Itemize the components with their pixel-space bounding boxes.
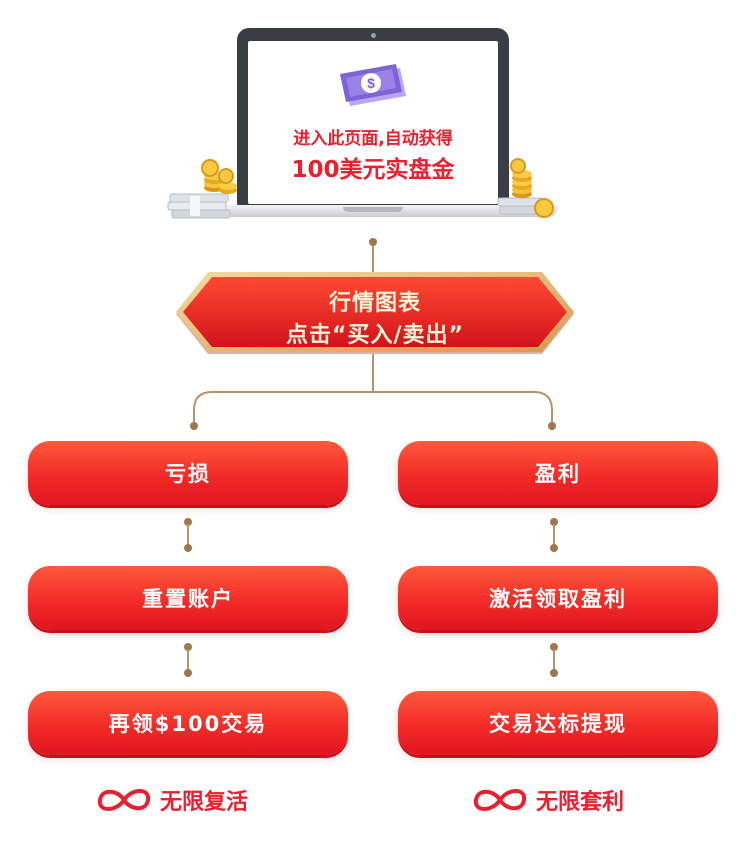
infinity-icon: [473, 789, 527, 811]
footer-infinite-revive: 无限复活: [94, 780, 248, 820]
connector-line: [553, 649, 555, 671]
connector-dot: [550, 669, 558, 677]
footer-label: 无限复活: [160, 790, 249, 815]
connector-line: [187, 649, 189, 671]
svg-text:$: $: [367, 75, 375, 91]
connector-dot: [550, 643, 558, 651]
screen-subheadline: 100美元实盘金: [291, 157, 455, 183]
connector-dot: [369, 238, 377, 246]
connector-dot: [184, 643, 192, 651]
footer-label: 无限套利: [536, 790, 625, 815]
laptop-camera: [371, 33, 376, 38]
connector-top: [372, 242, 374, 272]
connector-line: [187, 524, 189, 546]
infinity-icon: [97, 789, 151, 811]
step-loss[interactable]: 亏损: [28, 441, 348, 505]
cash-bundle-icon: [497, 158, 554, 218]
screen-headline: 进入此页面,自动获得: [293, 129, 453, 149]
connector-line: [553, 524, 555, 546]
step-withdraw[interactable]: 交易达标提现: [398, 691, 718, 755]
connector-dot: [550, 518, 558, 526]
footer-infinite-arbitrage: 无限套利: [470, 780, 624, 820]
step-activate-profit[interactable]: 激活领取盈利: [398, 566, 718, 630]
connector-dot: [184, 669, 192, 677]
banner-hexagon: [176, 272, 574, 354]
step-claim-trade[interactable]: 再领$100交易: [28, 691, 348, 755]
banner-title: 行情图表: [328, 291, 421, 316]
connector-dot: [184, 518, 192, 526]
money-icon: $: [340, 64, 406, 106]
step-reset-account[interactable]: 重置账户: [28, 566, 348, 630]
banner-subtitle: 点击“买入/卖出”: [286, 323, 464, 348]
step-profit[interactable]: 盈利: [398, 441, 718, 505]
branch-connector: [190, 354, 556, 430]
connector-dot: [184, 544, 192, 552]
connector-dot: [550, 544, 558, 552]
laptop-notch: [343, 207, 403, 212]
coin-stack-icon: [167, 159, 237, 219]
